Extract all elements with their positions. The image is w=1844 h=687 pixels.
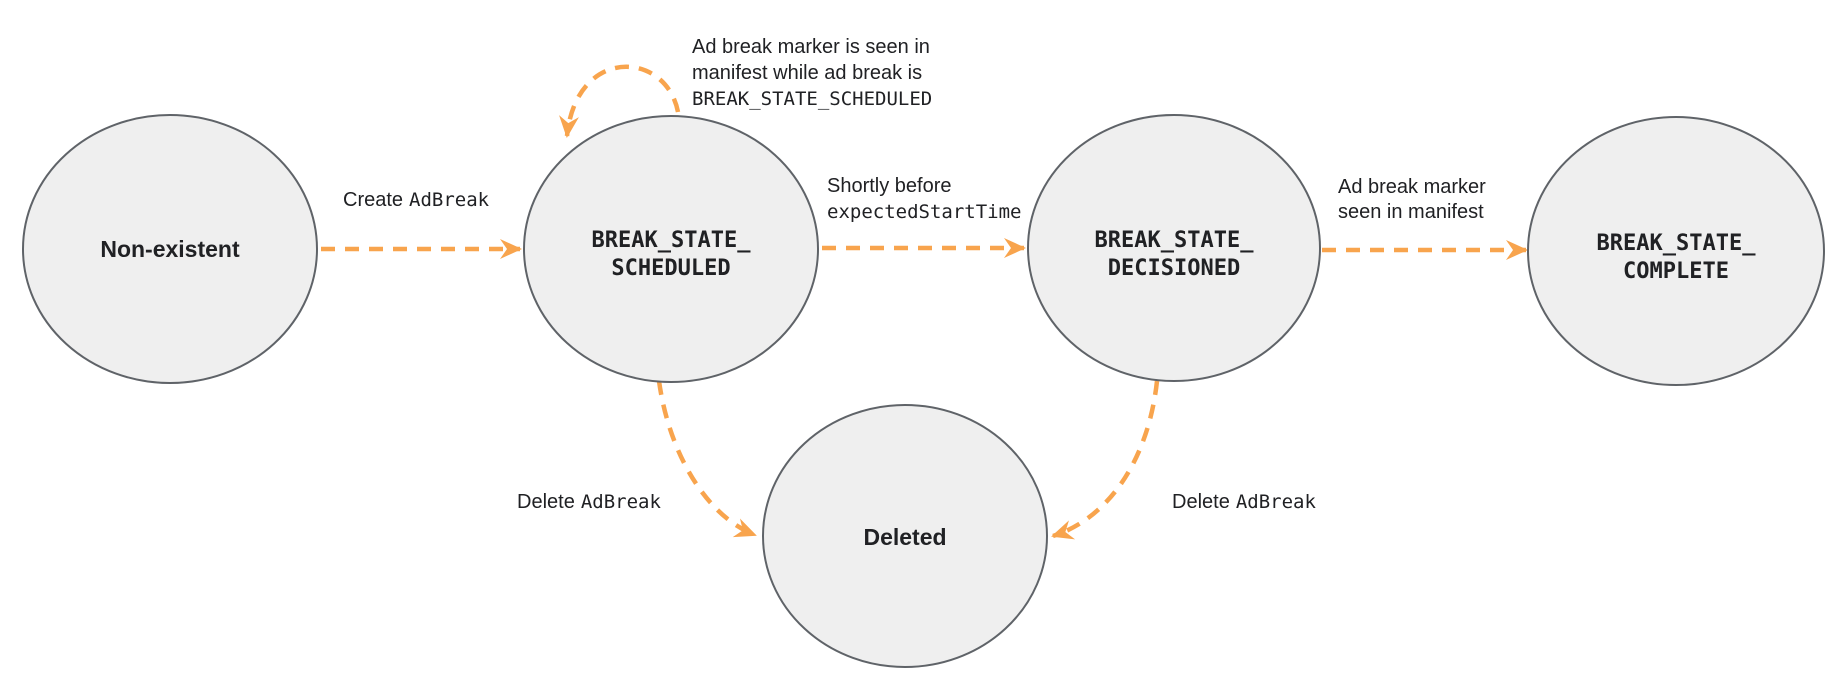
label-delete-adbreak-left: Delete AdBreak	[517, 491, 661, 513]
label-self-loop-line1: Ad break marker is seen in	[692, 36, 930, 58]
state-break-state-scheduled-label-line1: BREAK_STATE_	[592, 228, 752, 253]
state-break-state-scheduled-circle	[523, 115, 819, 383]
label-create-adbreak: Create AdBreak	[343, 189, 490, 211]
label-self-loop-line3-code: BREAK_STATE_SCHEDULED	[692, 88, 932, 110]
state-break-state-scheduled-label-line2: SCHEDULED	[611, 256, 730, 281]
state-break-state-decisioned-label-line2: DECISIONED	[1108, 256, 1240, 281]
label-marker-seen-line2: seen in manifest	[1338, 201, 1484, 223]
state-break-state-complete-label-line2: COMPLETE	[1623, 259, 1729, 284]
state-break-state-complete-circle	[1527, 116, 1825, 386]
state-break-state-complete-label-line1: BREAK_STATE_	[1597, 231, 1757, 256]
state-break-state-decisioned-label-line1: BREAK_STATE_	[1095, 228, 1255, 253]
label-create-adbreak-code: AdBreak	[409, 189, 490, 211]
state-deleted-label: Deleted	[863, 524, 946, 550]
label-create-adbreak-text: Create	[343, 189, 403, 211]
label-marker-seen-line1: Ad break marker	[1338, 176, 1486, 198]
label-delete-adbreak-right-text: Delete	[1172, 491, 1230, 513]
label-shortly-before-code: expectedStartTime	[827, 201, 1021, 223]
state-break-state-decisioned-circle	[1027, 114, 1321, 382]
state-non-existent-circle	[22, 114, 318, 384]
transition-scheduled-to-deleted-arrow	[656, 380, 757, 538]
label-shortly-before-text: Shortly before	[827, 175, 952, 197]
label-delete-adbreak-left-code: AdBreak	[581, 491, 662, 513]
label-delete-adbreak-right-code: AdBreak	[1236, 491, 1317, 513]
transition-self-loop-arrow	[559, 64, 681, 138]
label-delete-adbreak-left-text: Delete	[517, 491, 575, 513]
state-deleted-circle	[762, 404, 1048, 668]
label-self-loop-line2: manifest while ad break is	[692, 62, 922, 84]
state-non-existent-label: Non-existent	[100, 236, 240, 262]
label-delete-adbreak-right: Delete AdBreak	[1172, 491, 1316, 513]
transition-decisioned-to-deleted-arrow	[1051, 380, 1160, 540]
